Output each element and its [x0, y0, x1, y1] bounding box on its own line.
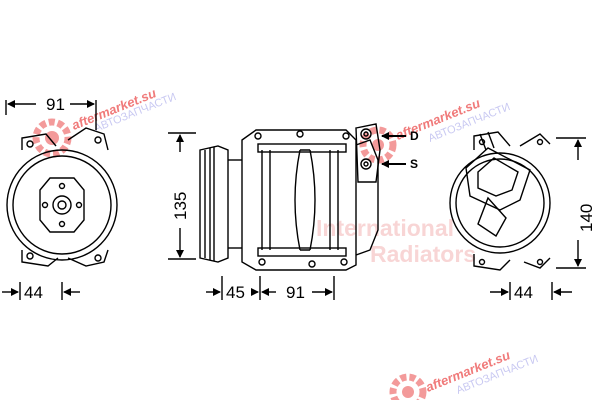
suction-port	[360, 158, 372, 170]
dimension-label: 45	[226, 283, 245, 302]
watermark-bottom: aftermarket.su АВТОЗАПЧАСТИ	[389, 347, 540, 400]
side-view	[199, 123, 381, 271]
watermark-top-right: aftermarket.su АВТОЗАПЧАСТИ	[359, 95, 512, 164]
watermark-gear-icon	[32, 118, 72, 158]
dimension-side-height: 135	[168, 132, 196, 260]
clutch-pulley	[199, 145, 229, 263]
rear-view	[449, 131, 551, 271]
dimension-left-width: 91	[5, 95, 97, 130]
dimension-left-mount: 44	[2, 282, 80, 302]
discharge-port	[360, 128, 372, 140]
dimension-label: 44	[514, 283, 533, 302]
pulley-groove-circle	[12, 155, 112, 255]
dimension-label: 91	[46, 95, 65, 114]
watermark-brand-logo: International Radiators	[316, 215, 476, 267]
port-block	[355, 123, 381, 183]
watermark-gear-icon	[389, 373, 427, 400]
dimension-right-height: 140	[556, 137, 596, 269]
rear-port-head	[465, 147, 531, 211]
rear-housing-circle	[449, 152, 551, 254]
dimension-right-mount: 44	[490, 282, 572, 302]
dimension-label: 44	[24, 283, 43, 302]
suction-port-label: S	[410, 157, 418, 171]
dimension-label: 135	[171, 192, 190, 220]
hub-center	[52, 195, 72, 215]
dimension-side-bottom: 45 91	[206, 276, 335, 302]
hub-plate	[39, 177, 85, 233]
pulley-outer-circle	[6, 149, 118, 261]
dimension-label: 91	[286, 283, 305, 302]
port-labels: D S	[381, 129, 419, 171]
front-view	[6, 127, 118, 267]
watermark-brand-line2: Radiators	[370, 241, 476, 267]
watermark-brand-line1: International	[316, 215, 454, 241]
discharge-port-label: D	[410, 129, 419, 143]
dimension-label: 140	[577, 204, 596, 232]
compressor-body	[241, 129, 357, 271]
